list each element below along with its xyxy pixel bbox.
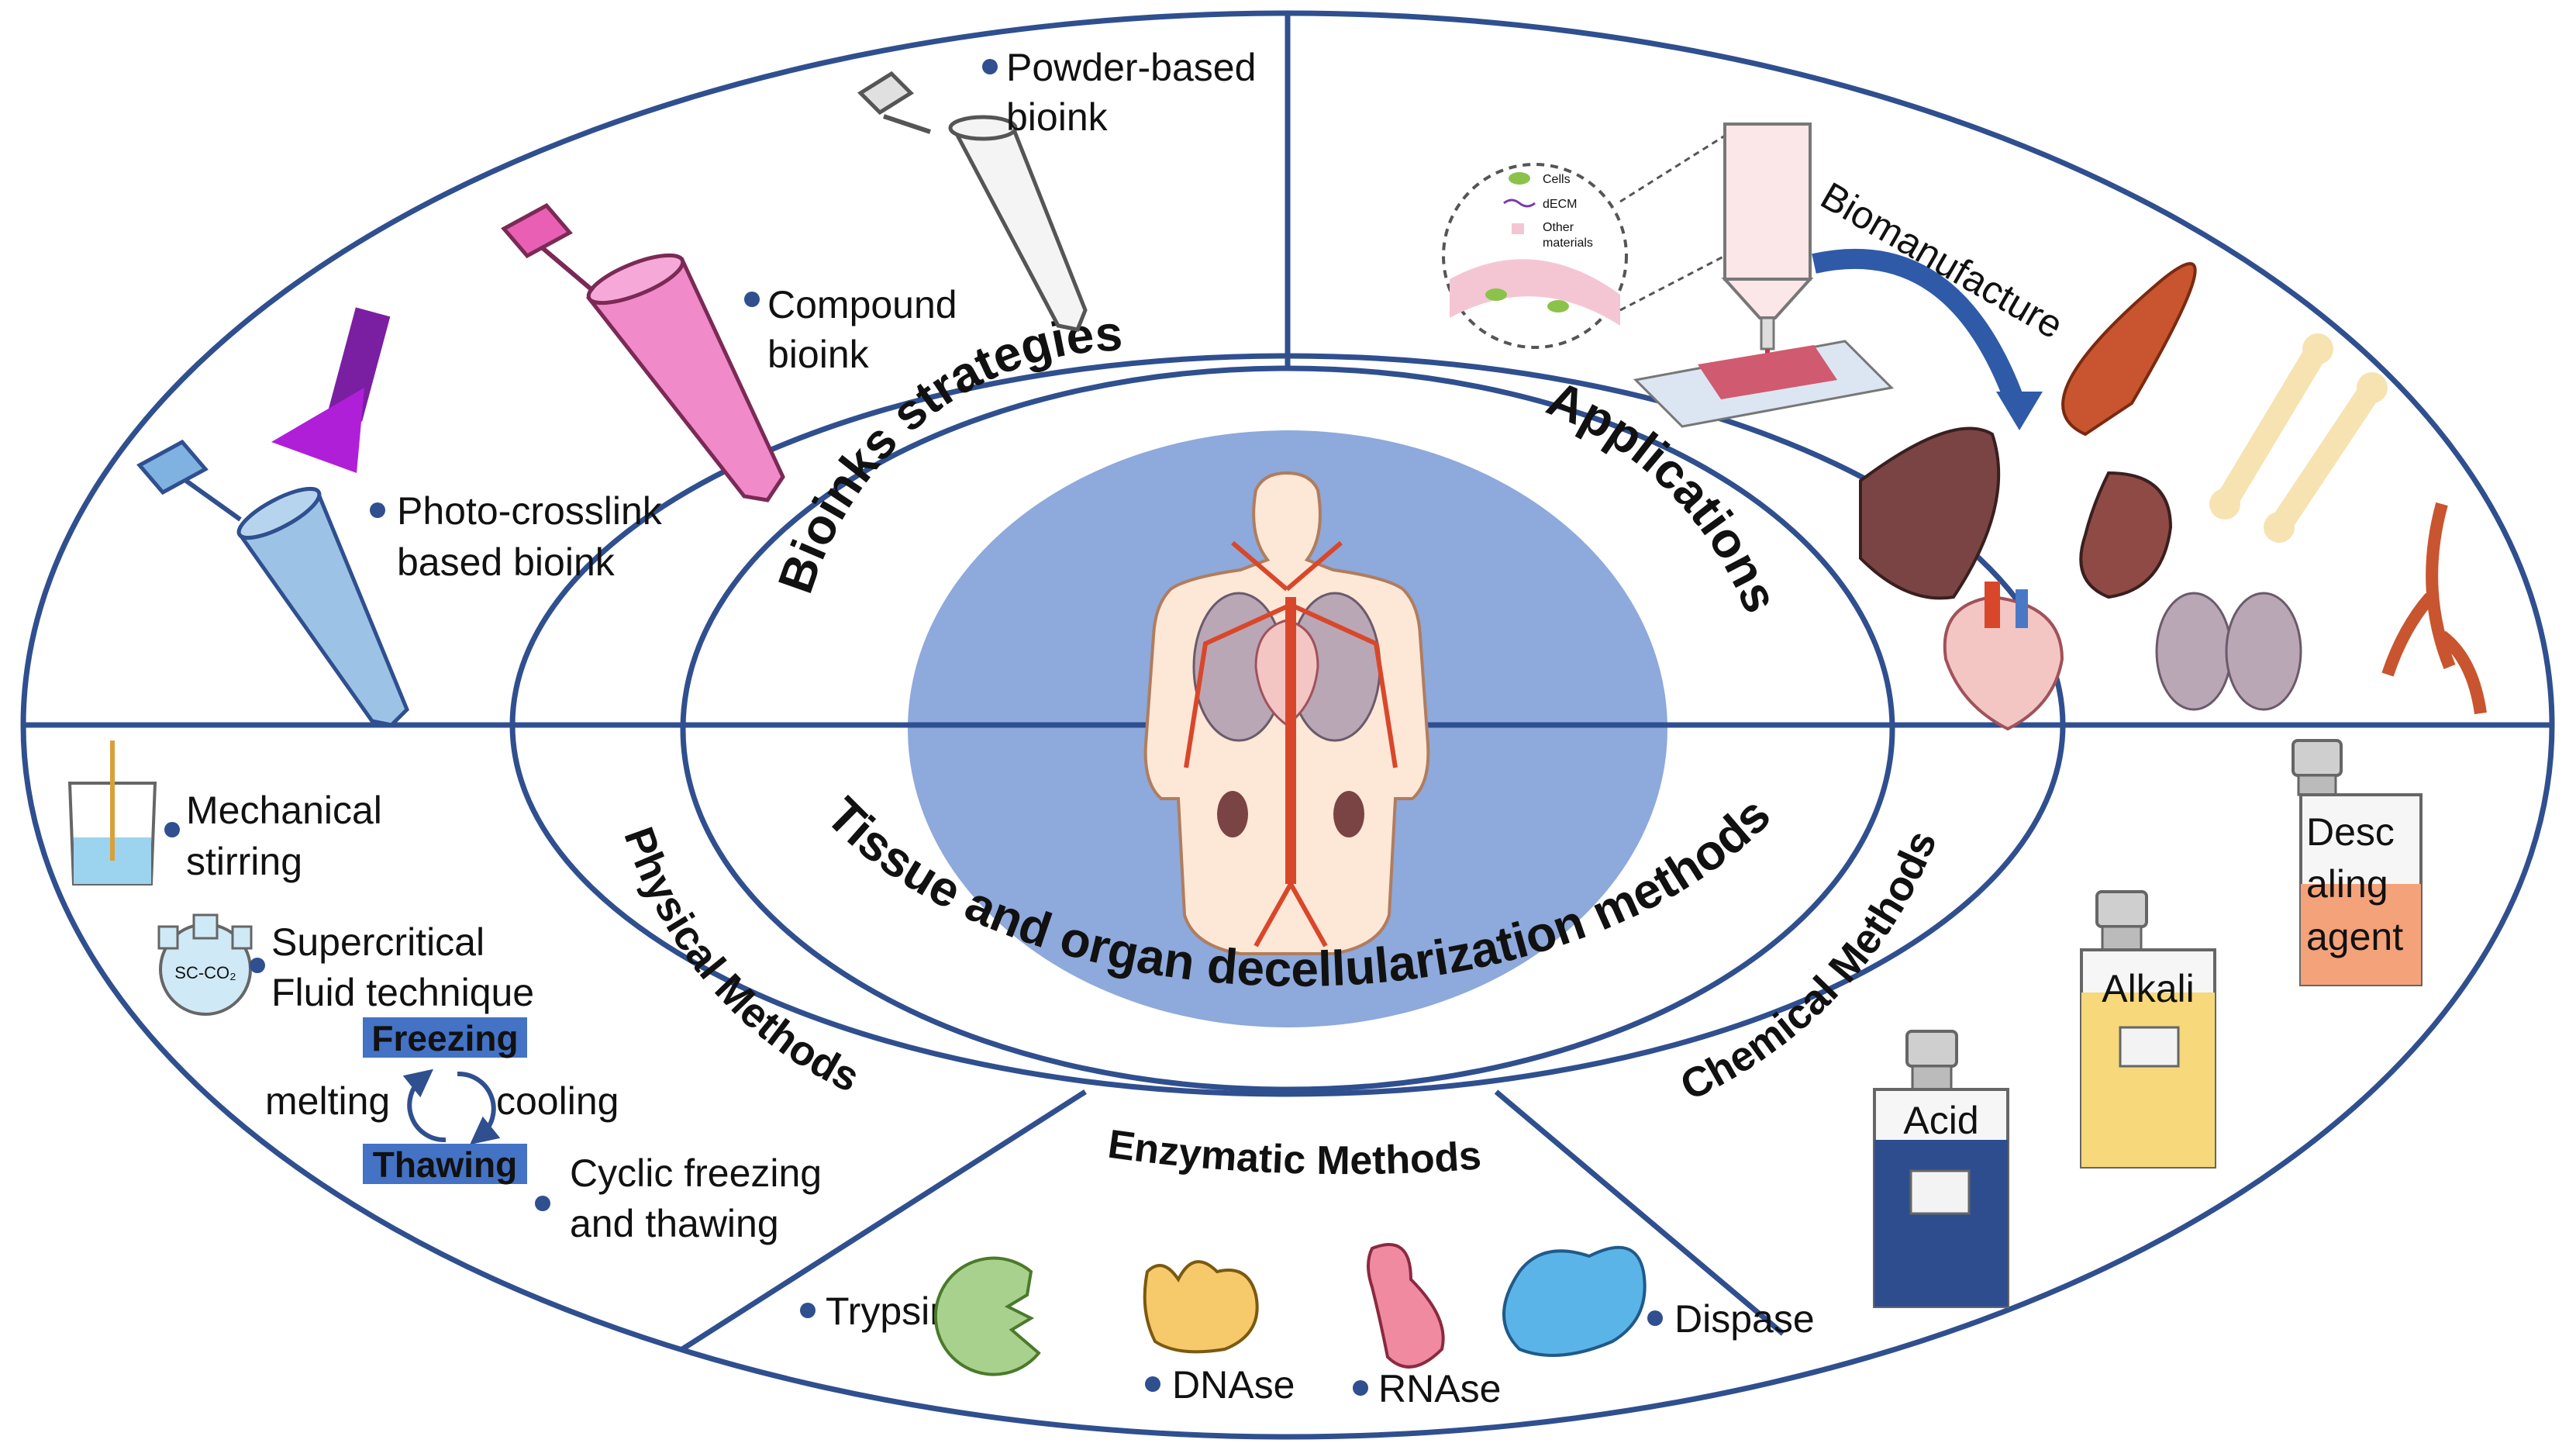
bullet-dot <box>1353 1380 1368 1396</box>
label-dispase: Dispase <box>1674 1297 1815 1341</box>
flask-label: SC-CO₂ <box>174 963 236 982</box>
printed-scaffold-icon <box>1633 340 1895 428</box>
legend-cells-icon <box>1509 172 1530 185</box>
legend-other-line1: Other <box>1543 221 1574 234</box>
heart-icon <box>1943 582 2064 731</box>
bullet-dot <box>744 292 760 307</box>
label-mechanical-line1: Mechanical <box>186 789 382 832</box>
trypsin-icon <box>933 1256 1041 1376</box>
label-powder-line2: bioink <box>1006 95 1109 139</box>
bioinks-quadrant: Powder-based bioink Compound bioink Phot… <box>136 46 1256 727</box>
liver-icon <box>1859 426 2001 600</box>
label-descaling-line2: aling <box>2306 862 2388 906</box>
arteries <box>1184 540 1398 948</box>
label-dnase: DNAse <box>1172 1363 1295 1407</box>
freezing-tag <box>363 1017 527 1058</box>
legend-cells: Cells <box>1543 173 1571 186</box>
human-body-illustration <box>1143 471 1430 955</box>
uv-lamp-icon <box>271 307 391 473</box>
label-powder-line1: Powder-based <box>1006 46 1256 89</box>
legend-other-line2: materials <box>1543 236 1593 250</box>
label-thawing: Thawing <box>373 1144 518 1185</box>
magnified-decm-band <box>1450 259 1620 326</box>
kidney-icon <box>2079 471 2173 599</box>
zoom-line <box>1619 134 1726 203</box>
biomanufacture-arrow <box>1812 248 2026 407</box>
flask-icon: SC-CO₂ <box>157 913 253 1016</box>
descaling-bottle-icon <box>2292 739 2423 986</box>
label-compound-line1: Compound <box>767 283 957 326</box>
photo-tube-icon <box>136 439 409 727</box>
enzymatic-quadrant: Trypsin DNAse RNAse Dispase <box>800 1243 1815 1410</box>
diagram-structure <box>20 10 2555 1440</box>
label-cyclic-line2: and thawing <box>570 1202 779 1245</box>
dnase-icon <box>1143 1260 1259 1354</box>
label-alkali: Alkali <box>2102 967 2194 1010</box>
physical-quadrant: Mechanical stirring SC-CO₂ Supercritical… <box>67 741 822 1245</box>
label-cyclic-line1: Cyclic freezing <box>570 1151 822 1195</box>
lung-icon <box>2155 592 2302 711</box>
bone-icon <box>2209 333 2388 543</box>
bullet-dot <box>164 822 180 837</box>
bullet-dot <box>1647 1310 1663 1326</box>
label-supercritical-line2: Fluid technique <box>271 971 534 1014</box>
divider-physical-enzymatic <box>681 1089 1087 1352</box>
legend-decm-icon <box>1503 199 1536 208</box>
label-rnase: RNAse <box>1378 1367 1501 1410</box>
legend-other-icon <box>1512 223 1524 234</box>
thawing-tag <box>363 1144 527 1184</box>
magnified-cells-circle <box>1442 163 1628 349</box>
cell-glyph <box>1547 300 1569 312</box>
label-compound-line2: bioink <box>767 333 870 376</box>
label-photo-line1: Photo-crosslink <box>397 489 663 533</box>
label-descaling-line3: agent <box>2306 915 2403 958</box>
powder-tube-icon <box>857 71 1088 332</box>
label-freezing: Freezing <box>371 1018 518 1058</box>
legend-decm: dECM <box>1543 198 1577 211</box>
label-photo-line2: based bioink <box>397 540 616 584</box>
chemical-quadrant: Desc aling agent Alkali Acid <box>1873 739 2423 1308</box>
zoom-line <box>1619 254 1726 312</box>
bioprinter-nozzle-icon <box>1721 123 1814 357</box>
beaker-stirring-icon <box>67 741 157 886</box>
label-supercritical-line1: Supercritical <box>271 920 485 964</box>
muscle-icon <box>2061 262 2197 437</box>
label-mechanical-line2: stirring <box>186 840 302 883</box>
compound-tube-icon <box>501 202 785 502</box>
bullet-dot <box>250 958 265 973</box>
blood-vessel-icon <box>2381 502 2487 715</box>
label-descaling-line1: Desc <box>2306 810 2395 854</box>
label-trypsin: Trypsin <box>826 1289 951 1333</box>
label-cooling: cooling <box>496 1079 619 1123</box>
divider-enzymatic-chemical <box>1494 1089 1785 1336</box>
right-kidney <box>1333 791 1364 837</box>
label-melting: melting <box>265 1079 390 1123</box>
alkali-bottle-icon <box>2080 890 2216 1169</box>
bullet-dot <box>982 59 998 74</box>
acid-bottle-icon <box>1873 1030 2009 1308</box>
dispase-icon <box>1502 1245 1647 1357</box>
arrowhead <box>1996 392 2043 430</box>
label-acid: Acid <box>1903 1099 1978 1142</box>
cycle-arrows-icon <box>402 1069 501 1145</box>
bullet-dot <box>535 1196 550 1211</box>
left-kidney <box>1217 791 1248 837</box>
bullet-dot <box>800 1303 816 1318</box>
bullet-dot <box>370 502 385 518</box>
bullet-dot <box>1145 1376 1160 1392</box>
cell-glyph <box>1485 288 1507 301</box>
rnase-icon <box>1367 1243 1445 1369</box>
section-title-enzymatic: Enzymatic Methods <box>1105 1122 1483 1184</box>
